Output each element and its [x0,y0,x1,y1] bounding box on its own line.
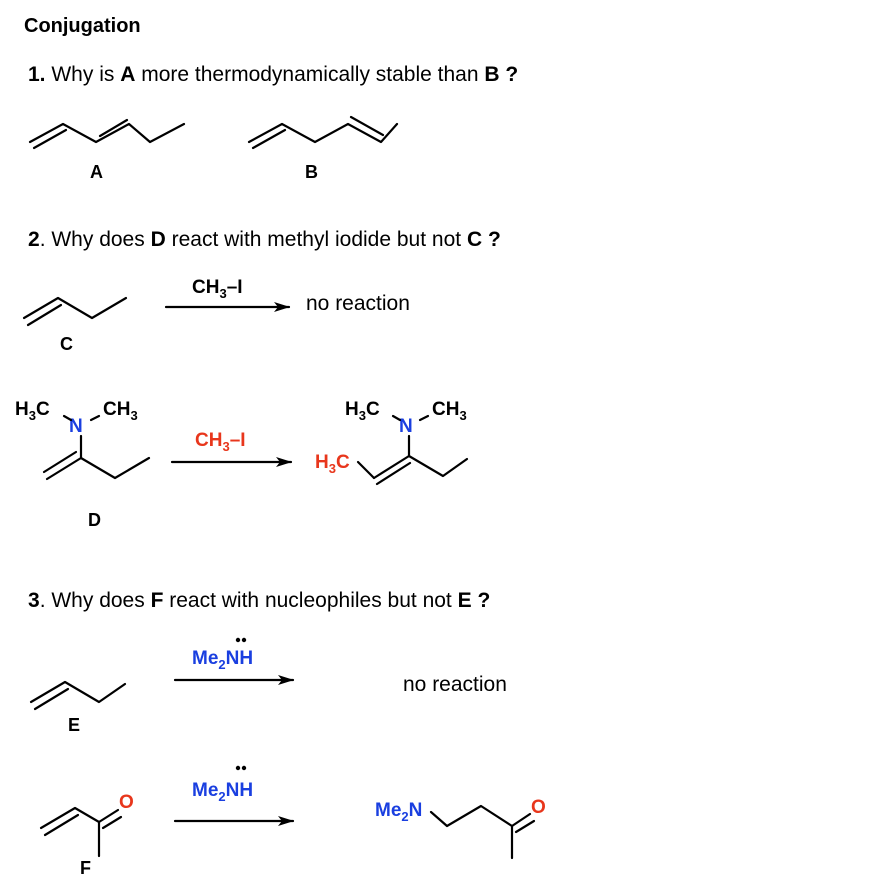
oxygen-product-f: O [531,797,546,818]
question-2-text-mid: react with methyl iodide but not [171,228,462,251]
question-1-text-mid: more thermodynamically stable than [141,63,479,86]
molecule-c [22,296,128,327]
label-c: C [60,334,73,354]
methyl-right-product-d: CH3 [432,399,467,423]
question-2: 2. Why does D react with methyl iodide b… [28,228,501,252]
nitrogen-d: N [69,416,83,437]
reagent-ch3i-d: CH3–I [195,430,246,454]
product-d: H3C CH3 N H3C [315,399,469,486]
molecule-e [29,680,127,711]
added-methyl-product-d: H3C [315,452,350,476]
lone-pair-dot [241,637,247,643]
question-2-number: 2 [28,228,40,251]
question-1-text-pre: Why is [51,63,115,86]
question-1-compound-a: A [120,63,136,86]
lone-pair-dot [235,637,241,643]
question-2-compound-d: D [150,228,166,251]
methyl-left-d: H3C [15,399,50,423]
lone-pair-dot [235,765,241,771]
label-e: E [68,715,81,735]
dimethylamino-product-f: Me2N [375,800,422,824]
no-reaction-c: no reaction [306,292,410,315]
question-2-text-pre: . Why does [39,228,145,251]
no-reaction-e: no reaction [403,673,507,696]
question-1: 1. Why is A more thermodynamically stabl… [28,63,518,87]
question-1-end: ? [505,63,519,86]
methyl-right-d: CH3 [103,399,138,423]
lone-pair-dot [241,765,247,771]
question-3-text-mid: react with nucleophiles but not [169,589,452,612]
question-3-compound-e: E [457,589,472,612]
reagent-me2nh-f: Me2NH [192,780,253,804]
label-b: B [305,162,318,182]
label-a: A [90,162,103,182]
question-3-number: 3 [28,589,40,612]
molecule-a [28,118,186,150]
question-2-compound-c: C [466,228,483,251]
oxygen-f: O [119,792,134,813]
question-1-number: 1. [28,63,46,86]
reagent-ch3i-c: CH3–I [192,277,243,301]
molecule-f: O [39,792,134,858]
molecule-b [247,115,399,150]
question-3: 3. Why does F react with nucleophiles bu… [28,589,490,613]
methyl-left-product-d: H3C [345,399,380,423]
nitrogen-product-d: N [399,416,413,437]
question-1-compound-b: B [484,63,500,86]
question-3-compound-f: F [150,589,164,612]
question-3-end: ? [477,589,491,612]
page-title: Conjugation [24,15,141,37]
label-f: F [80,858,91,878]
label-d: D [88,510,101,530]
reagent-me2nh-e: Me2NH [192,648,253,672]
question-3-text-pre: . Why does [39,589,145,612]
product-f: Me2N O [375,797,546,860]
molecule-d: H3C CH3 N [15,399,151,481]
question-2-end: ? [487,228,501,251]
